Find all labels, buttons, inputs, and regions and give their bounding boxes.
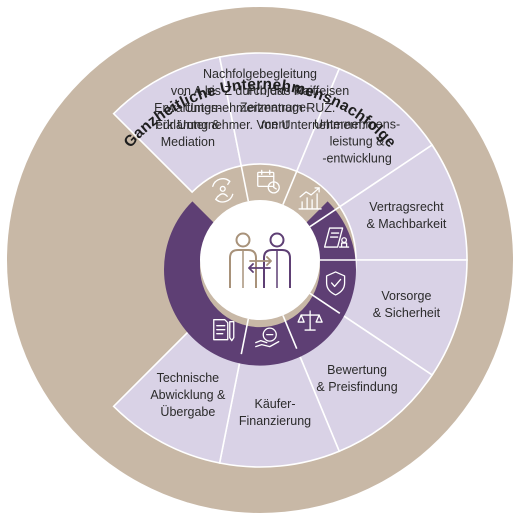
inner-ring-divider [240, 165, 250, 202]
inner-ring-divider [309, 206, 341, 228]
segment-label-1: Erwartungs-erklärung &Mediation [154, 101, 221, 149]
center-disc [200, 200, 320, 320]
coin-hand-icon [255, 327, 280, 348]
top-panel-line-2: von A bis Z durch das Raiffeisen [171, 84, 349, 98]
inner-ring-divider [282, 171, 298, 205]
segment-label-2: Projekt- &Zeitmanage-ment [240, 84, 310, 132]
segment-icons [212, 169, 350, 348]
segment-label-5: Vorsorge& Sicherheit [373, 289, 441, 320]
segment-label-7: Käufer-Finanzierung [239, 397, 311, 428]
handover-people-icon [229, 232, 291, 288]
inner-ring-divider [240, 318, 250, 355]
scale-icon [297, 310, 323, 331]
mediation-cycle-icon [212, 178, 234, 203]
contract-stamp-icon [323, 227, 350, 248]
top-panel-line-4: Für Unternehmer. Von Unternehmern. [155, 118, 365, 132]
inner-ring-divider [282, 315, 298, 349]
inner-ring [164, 201, 357, 366]
growth-chart-icon [298, 187, 322, 210]
calendar-clock-icon [257, 169, 280, 194]
inner-ring-dividers [240, 165, 356, 355]
top-panel-line-1: Nachfolgebegleitung [203, 67, 317, 81]
shield-check-icon [325, 271, 346, 296]
inner-ring-divider [309, 292, 341, 314]
segment-label-6: Bewertung& Preisfindung [316, 363, 397, 394]
documents-pen-icon [213, 319, 235, 342]
segments: Erwartungs-erklärung &Mediation Projekt- … [112, 52, 468, 468]
segment-label-3: Unternehmens-leistung &-entwicklung [314, 118, 400, 166]
top-panel-line-3: Unternehmerzentrum RUZ. [185, 101, 336, 115]
segment-label-4: Vertragsrecht& Machbarkeit [366, 200, 446, 231]
